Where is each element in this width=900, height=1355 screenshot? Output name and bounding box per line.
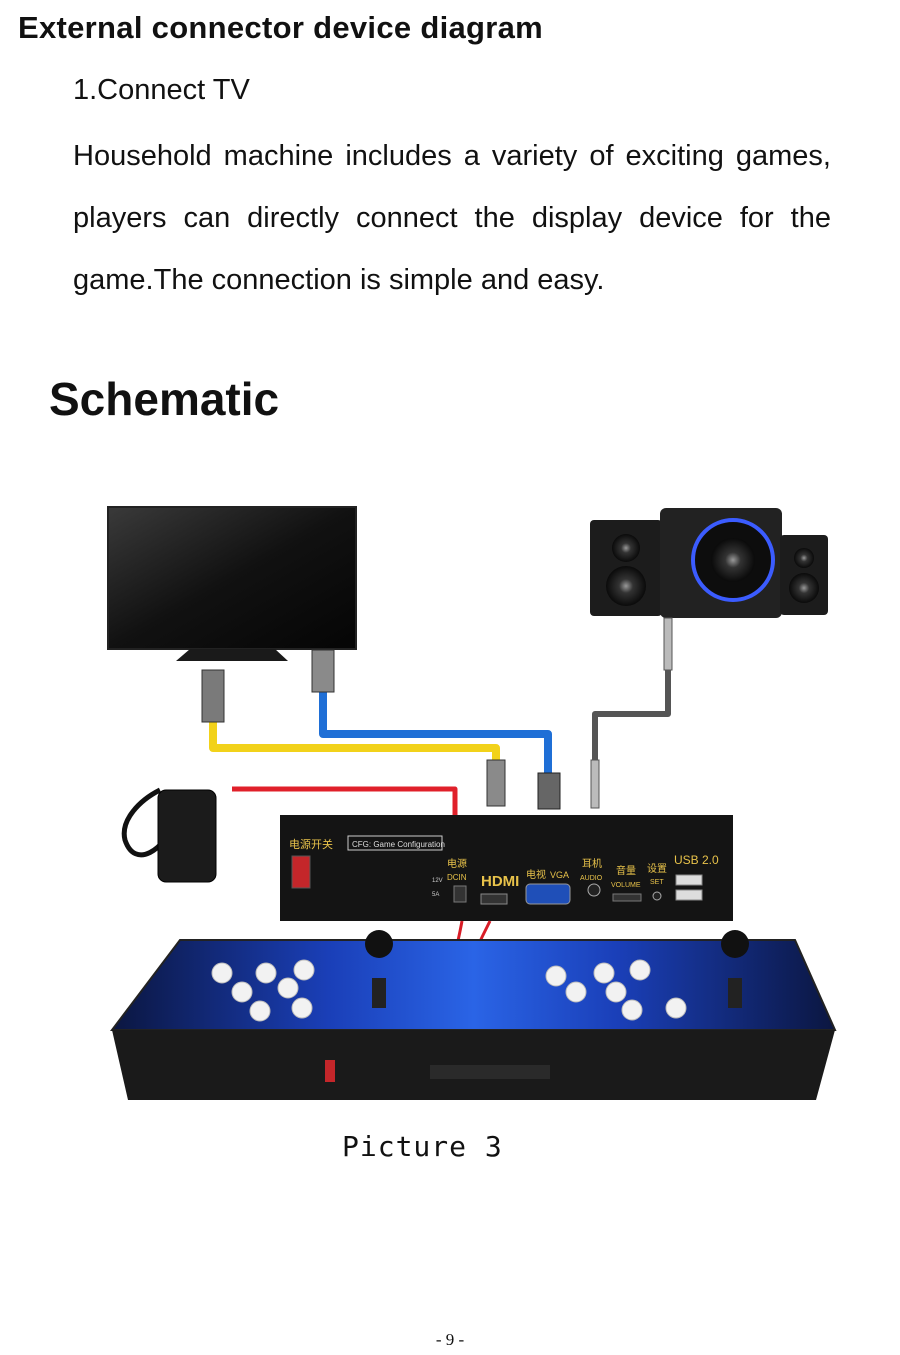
port-panel: 电源开关 CFG: Game Configuration 电源 DCIN 12V… (280, 815, 733, 921)
usb-label: USB 2.0 (674, 853, 719, 867)
power-adapter (157, 789, 217, 883)
figure-caption: Picture 3 (342, 1130, 503, 1163)
power-switch-label: 电源开关 (289, 837, 333, 851)
section-subtitle: 1.Connect TV (73, 74, 250, 106)
tv-monitor (107, 506, 357, 661)
hdmi-label: HDMI (481, 873, 519, 890)
speaker-set (590, 508, 828, 618)
arcade-console (109, 930, 837, 1100)
page-number: - 9 - (435, 1330, 465, 1349)
volume-label: VOLUME (611, 882, 641, 889)
dcin-label: DCIN (447, 873, 467, 882)
page-heading: External connector device diagram (18, 10, 544, 45)
vga-label: VGA (550, 870, 569, 880)
vol-cn-label: 音量 (616, 864, 636, 877)
power-cable (232, 786, 458, 815)
audio-cable (592, 670, 671, 790)
hdmi-cable (209, 720, 500, 768)
connector-plugs (201, 617, 673, 810)
set-cn-label: 设置 (647, 863, 667, 875)
connection-schematic: 电源开关 CFG: Game Configuration 电源 DCIN 12V… (107, 506, 837, 1100)
dc-cn-label: 电源 (447, 857, 467, 870)
audio-label: AUDIO (580, 875, 603, 882)
ear-cn-label: 耳机 (582, 857, 602, 870)
schematic-title: Schematic (49, 373, 280, 425)
set-label: SET (650, 879, 664, 886)
tv-cn-label: 电视 (526, 868, 546, 881)
v12-label: 12V (432, 878, 443, 884)
section-paragraph: Household machine includes a variety of … (73, 140, 831, 296)
vga-cable (319, 690, 552, 775)
cfg-label: CFG: Game Configuration (352, 840, 445, 849)
a5-label: 5A (432, 892, 439, 898)
